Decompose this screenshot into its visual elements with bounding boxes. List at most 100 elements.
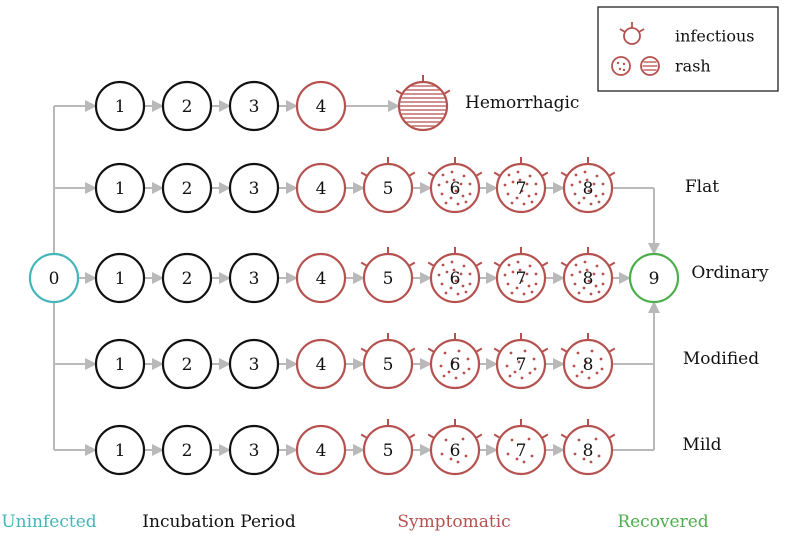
stage-node-mild-2: 2 <box>161 424 213 476</box>
rash-dot <box>578 270 582 274</box>
stage-label: 1 <box>115 441 126 461</box>
rash-dot <box>601 192 605 196</box>
rash-dot <box>467 367 471 371</box>
rash-dot <box>449 286 453 290</box>
rash-dot <box>468 272 472 276</box>
stage-circle <box>362 338 414 390</box>
rash-dot <box>507 173 511 177</box>
rash-dot <box>445 270 449 274</box>
rash-dot <box>449 196 453 200</box>
stage-circle <box>94 252 146 304</box>
stage-node-modified-7: 7 <box>493 333 549 390</box>
rash-dot <box>584 360 588 364</box>
stage-node-flat-7: 7 <box>493 157 549 214</box>
stage-circle <box>429 424 481 476</box>
rash-dot <box>577 201 581 205</box>
rash-dot <box>522 202 526 206</box>
stage-label: 5 <box>383 269 394 289</box>
rash-dot <box>595 371 599 375</box>
stage-label: 4 <box>316 269 327 289</box>
infectious-spike <box>541 171 549 177</box>
stage-label: 3 <box>249 269 260 289</box>
stage-node-hemorrhagic-3: 3 <box>228 80 280 132</box>
infectious-spike <box>408 261 416 267</box>
stage-label: 4 <box>316 179 327 199</box>
rash-dot <box>442 374 446 378</box>
stage-node-ordinary-7: 7 <box>493 247 549 304</box>
rash-dot <box>534 182 538 186</box>
infectious-spike <box>427 347 435 353</box>
stage-node-modified-4: 4 <box>295 338 347 390</box>
stage-node-ordinary-5: 5 <box>360 247 416 304</box>
rash-dots-icon <box>611 56 631 76</box>
category-label-symptomatic: Symptomatic <box>397 512 510 532</box>
stage-node-ordinary-2: 2 <box>161 252 213 304</box>
rash-dot <box>468 282 472 286</box>
stage-node-modified-8: 8 <box>560 333 616 390</box>
rash-dot <box>622 68 626 72</box>
rash-dot <box>517 360 521 364</box>
category-label-recovered: Recovered <box>617 512 708 532</box>
stage-node-modified-1: 1 <box>94 338 146 390</box>
rash-dot <box>510 438 514 442</box>
rash-dot <box>447 370 451 374</box>
infectious-spike <box>395 89 403 95</box>
rash-dot <box>576 351 580 355</box>
stage-label: 5 <box>383 441 394 461</box>
infectious-spike <box>638 28 645 33</box>
rash-dot <box>522 460 526 464</box>
stage-label: 2 <box>182 355 193 375</box>
stage-label: 8 <box>583 269 594 289</box>
edges-layer <box>53 100 660 456</box>
rash-dot <box>461 284 465 288</box>
rash-dot <box>616 61 620 65</box>
stage-circle <box>161 162 213 214</box>
stage-node-flat-5: 5 <box>360 157 416 214</box>
row-label-flat: Flat <box>685 177 719 197</box>
rash-dot <box>464 454 468 458</box>
rash-dot <box>570 183 574 187</box>
infectious-spike <box>541 347 549 353</box>
stage-label: 7 <box>516 355 527 375</box>
infectious-spike <box>608 433 616 439</box>
stage-circle <box>94 162 146 214</box>
stage-circle <box>495 424 547 476</box>
rash-dot <box>594 437 598 441</box>
infectious-spike <box>475 347 483 353</box>
row-label-ordinary: Ordinary <box>691 263 769 283</box>
rash-dot <box>509 351 513 355</box>
rash-dot <box>456 292 460 296</box>
rash-dot <box>589 202 593 206</box>
stage-circle <box>228 162 280 214</box>
stage-circle <box>562 424 614 476</box>
rash-dot <box>585 178 589 182</box>
infectious-spike <box>360 433 368 439</box>
infectious-circle <box>623 27 641 45</box>
rash-dot <box>437 273 441 277</box>
rash-dot <box>590 349 594 353</box>
rash-dot <box>444 438 448 442</box>
infectious-spike <box>408 171 416 177</box>
rash-dot <box>443 351 447 355</box>
rash-dot <box>440 282 444 286</box>
rash-dot <box>572 364 576 368</box>
stage-node-ordinary-6: 6 <box>427 247 483 304</box>
rash-dot <box>462 174 466 178</box>
rash-dot <box>574 263 578 267</box>
rash-dot <box>449 457 453 461</box>
rash-dot <box>575 374 579 378</box>
rash-dot <box>532 357 536 361</box>
stage-circle <box>228 338 280 390</box>
stage-circle <box>228 424 280 476</box>
rash-dot <box>601 182 605 186</box>
stage-label: 8 <box>583 441 594 461</box>
rash-dot <box>589 292 593 296</box>
stage-circle <box>161 80 213 132</box>
rash-dot <box>503 183 507 187</box>
rash-dot <box>525 272 529 276</box>
rash-dot <box>594 284 598 288</box>
rash-dot <box>595 174 599 178</box>
rash-dot <box>510 291 514 295</box>
